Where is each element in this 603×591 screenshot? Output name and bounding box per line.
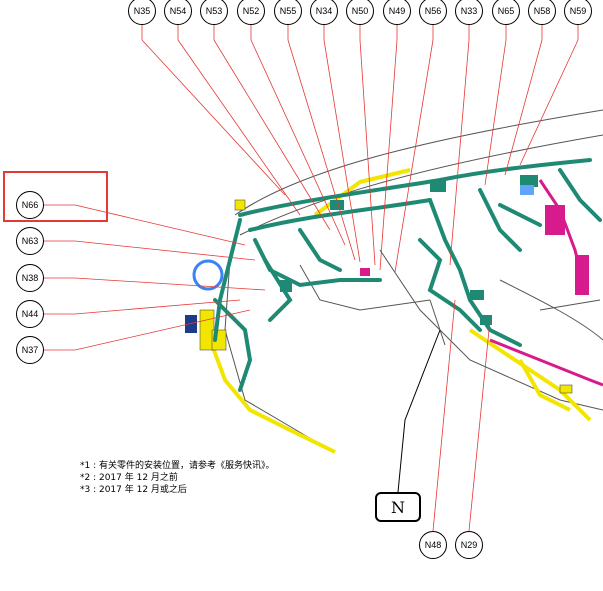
note-2: *2 : 2017 年 12 月之前 [80,473,178,483]
connector-callout-n49: N49 [383,0,411,25]
connector-callout-n29: N29 [455,531,483,559]
leader-line [213,39,331,231]
leader-line [74,204,246,246]
connector-callout-n33: N33 [455,0,483,25]
yellow-parts [199,199,573,394]
leader-line [432,299,456,532]
connector-callout-n66: N66 [16,191,44,219]
connector-callout-n63: N63 [16,227,44,255]
leader-line [323,39,361,263]
leader-line [504,39,543,176]
magenta-parts [360,205,589,295]
leader-line [250,39,346,246]
connector-callout-n44: N44 [16,300,44,328]
leader-line [141,39,286,196]
harness-connectors [280,175,538,325]
note-1: *1 : 有关零件的安装位置，请参考《服务快讯》。 [80,461,275,471]
connector-callout-n53: N53 [200,0,228,25]
connector-callout-n52: N52 [237,0,265,25]
note-3: *3 : 2017 年 12 月或之后 [80,485,187,495]
connector-callout-n56: N56 [419,0,447,25]
connector-callout-n65: N65 [492,0,520,25]
connector-callout-n34: N34 [310,0,338,25]
leader-lines [44,25,579,532]
leader-line [449,39,470,266]
highlight-box [3,171,108,222]
connector-callout-n54: N54 [164,0,192,25]
leader-line [468,319,491,532]
leader-line [394,39,434,273]
connector-callout-n48: N48 [419,531,447,559]
connector-callout-n59: N59 [564,0,592,25]
leader-line [519,39,579,166]
yellow-harness [203,168,592,454]
leader-line [359,39,376,266]
connector-callout-n38: N38 [16,264,44,292]
leader-line [74,299,241,315]
blue-parts [185,185,534,333]
leader-line [287,39,356,261]
connector-callout-n50: N50 [346,0,374,25]
dashboard-outline [224,109,603,451]
leader-line [379,39,398,271]
connector-callout-n58: N58 [528,0,556,25]
leader-line [177,39,301,216]
location-n-leader [397,329,441,493]
connector-callout-n35: N35 [128,0,156,25]
connector-callout-n55: N55 [274,0,302,25]
leader-line [484,39,507,186]
leader-line [74,240,256,261]
connector-callout-n37: N37 [16,336,44,364]
main-harness [213,158,602,392]
leader-line [74,309,251,351]
location-label-n: N [375,492,421,522]
leader-line [74,277,266,291]
